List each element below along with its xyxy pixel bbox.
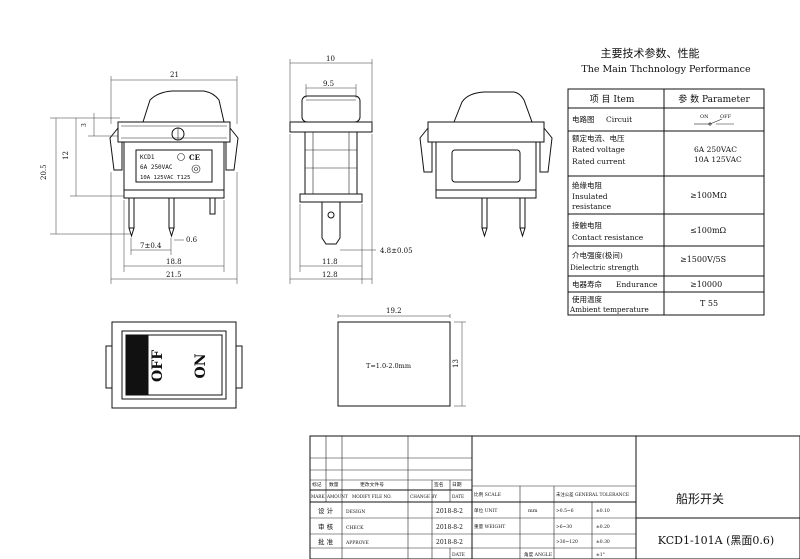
dim-front-pitch: 7±0.4 [140,242,162,250]
part-name: 船形开关 [676,492,724,506]
tol-range-1: >6~30 [556,524,572,530]
dim-front-small: 3 [81,123,88,127]
spec-row-2-item-en-2: resistance [572,202,612,211]
weight-label: 重量 WEIGHT [474,523,506,530]
svg-text:CE: CE [189,153,200,162]
spec-row-0-item-en: Circuit [606,115,632,124]
dim-side-bottom-outer: 12.8 [322,271,338,279]
rev-header-en-0: MARK [311,494,325,499]
spec-row-4-value: ≥1500V/5S [680,255,726,264]
tol-value-0: ±0.10 [596,508,610,514]
dim-cutout-width: 19.2 [386,307,402,315]
circuit-symbol: ON OFF [694,114,734,126]
dim-front-bottom-outer: 21.5 [166,271,182,279]
body-marking-line2: 6A 250VAC [140,164,173,171]
rev-header-en-1: AMOUNT [326,494,348,499]
panel-cutout: 19.2 13 T=1.0-2.0mm [337,307,466,407]
rev-header-en-2: MODIFY FILE NO. [352,494,392,499]
dim-front-height-inner: 12 [62,151,70,160]
spec-header-param: 参 数 Parameter [678,93,750,105]
role-2-cn: 批 准 [318,537,334,546]
body-marking-line3: 10A 125VAC T125 [140,175,191,181]
circuit-off-label: OFF [720,114,732,120]
circuit-on-label: ON [700,114,709,120]
rev-header-2: 更改文件号 [360,481,384,488]
rev-header-en-3: CHANGE BY [410,494,437,499]
unit-label: 单位 UNIT [474,507,498,514]
rocker-label-on: ON [193,353,209,378]
part-number: KCD1-101A (黑面0.6) [658,534,774,547]
spec-row-5-value: ≥10000 [690,280,722,289]
scale-label: 比例 SCALE [474,491,501,498]
role-1-date: 2018-8-2 [436,524,463,531]
rev-header-en-4: DATE [452,494,464,499]
spec-row-2-item-cn: 绝缘电阻 [572,180,602,190]
tol-range-2: >30~120 [556,539,578,545]
back-view [419,91,553,238]
front-dimensions: 21 20.5 12 3 7±0.4 0.6 18.8 21.5 [40,71,238,284]
rev-header-1: 数量 [329,481,339,488]
angle-label: 角度 ANGLE [524,551,552,558]
side-view: 10 9.5 11.8 12.8 4.8±0.05 [289,55,413,284]
spec-row-3-item-cn: 接触电阻 [572,220,602,230]
spec-row-1-value-1: 6A 250VAC [694,145,737,154]
spec-row-6-item-cn: 使用温度 [572,294,602,304]
top-view: OFF ON [105,321,243,409]
spec-row-1-item-en-2: Rated current [572,157,625,166]
role-0-date: 2018-8-2 [436,508,463,515]
rocker-black-half [125,334,149,396]
spec-row-4-item-cn: 介电强度(极间) [572,250,623,260]
rev-header-0: 标记 [312,481,322,488]
tol-value-2: ±0.30 [596,539,610,545]
spec-title-en: The Main Thchnology Performance [581,64,751,75]
spec-row-1-value-2: 10A 125VAC [694,155,742,164]
tolerance-header: 未注公差 GENERAL TOLERANCE [556,491,629,498]
dim-side-bottom-inner: 11.8 [322,258,338,266]
dim-side-top: 10 [326,55,335,63]
dim-side-terminal: 4.8±0.05 [380,247,413,255]
dim-front-pin-width: 0.6 [186,236,198,244]
spec-row-2-item-en-1: Insulated [572,192,608,201]
dim-front-bottom-inner: 18.8 [166,258,182,266]
role-0-cn: 设 计 [318,506,334,515]
rev-header-3: 签名 [434,481,444,488]
spec-table: 主要技术参数、性能 The Main Thchnology Performanc… [567,46,765,316]
spec-row-3-item-en: Contact resistance [572,233,644,242]
dim-cutout-height: 13 [452,359,460,368]
rev-header-4: 日期 [452,482,462,488]
tol-value-3: ±1° [596,552,605,558]
dim-front-height-outer: 20.5 [40,164,48,180]
cutout-thickness-note: T=1.0-2.0mm [366,362,411,370]
unit-value: mm [528,508,538,514]
spec-row-5-item-en: Endurance [616,280,658,289]
role-2-en: APPROVE [345,540,369,546]
rocker-label-off: OFF [150,350,166,382]
spec-row-1-item-cn: 额定电流、电压 [572,133,625,143]
spec-title-cn: 主要技术参数、性能 [601,46,700,60]
spec-row-2-value: ≥100MΩ [690,191,727,200]
tol-range-0: >0.5~6 [556,508,574,514]
spec-row-1-item-en-1: Rated voltage [572,145,625,154]
spec-row-6-item-en: Ambient temperature [569,305,649,314]
dim-side-top-inner: 9.5 [323,80,334,88]
role-1-en: CHECK [346,525,364,531]
spec-row-4-item-en: Dielectric strength [570,263,639,272]
spec-row-5-item-cn: 电器寿命 [572,279,602,289]
front-view: CE KCD1 6A 250VAC 10A 125VAC T125 [109,90,239,238]
spec-row-6-value: T 55 [700,299,718,308]
role-2-date: 2018-8-2 [436,539,463,546]
date-label: DATE [452,552,465,558]
role-0-en: DESIGN [346,509,365,515]
spec-header-item: 项 目 Item [590,94,635,105]
tol-value-1: ±0.20 [596,524,610,530]
spec-row-3-value: ≤100mΩ [690,226,727,235]
dim-front-top: 21 [170,71,179,79]
role-1-cn: 审 核 [318,522,334,531]
spec-row-0-item-cn: 电路图 [572,114,595,124]
title-block: 标记 数量 更改文件号 签名 日期 MARK AMOUNT MODIFY FIL… [309,435,800,559]
body-marking-line1: KCD1 [140,154,155,161]
